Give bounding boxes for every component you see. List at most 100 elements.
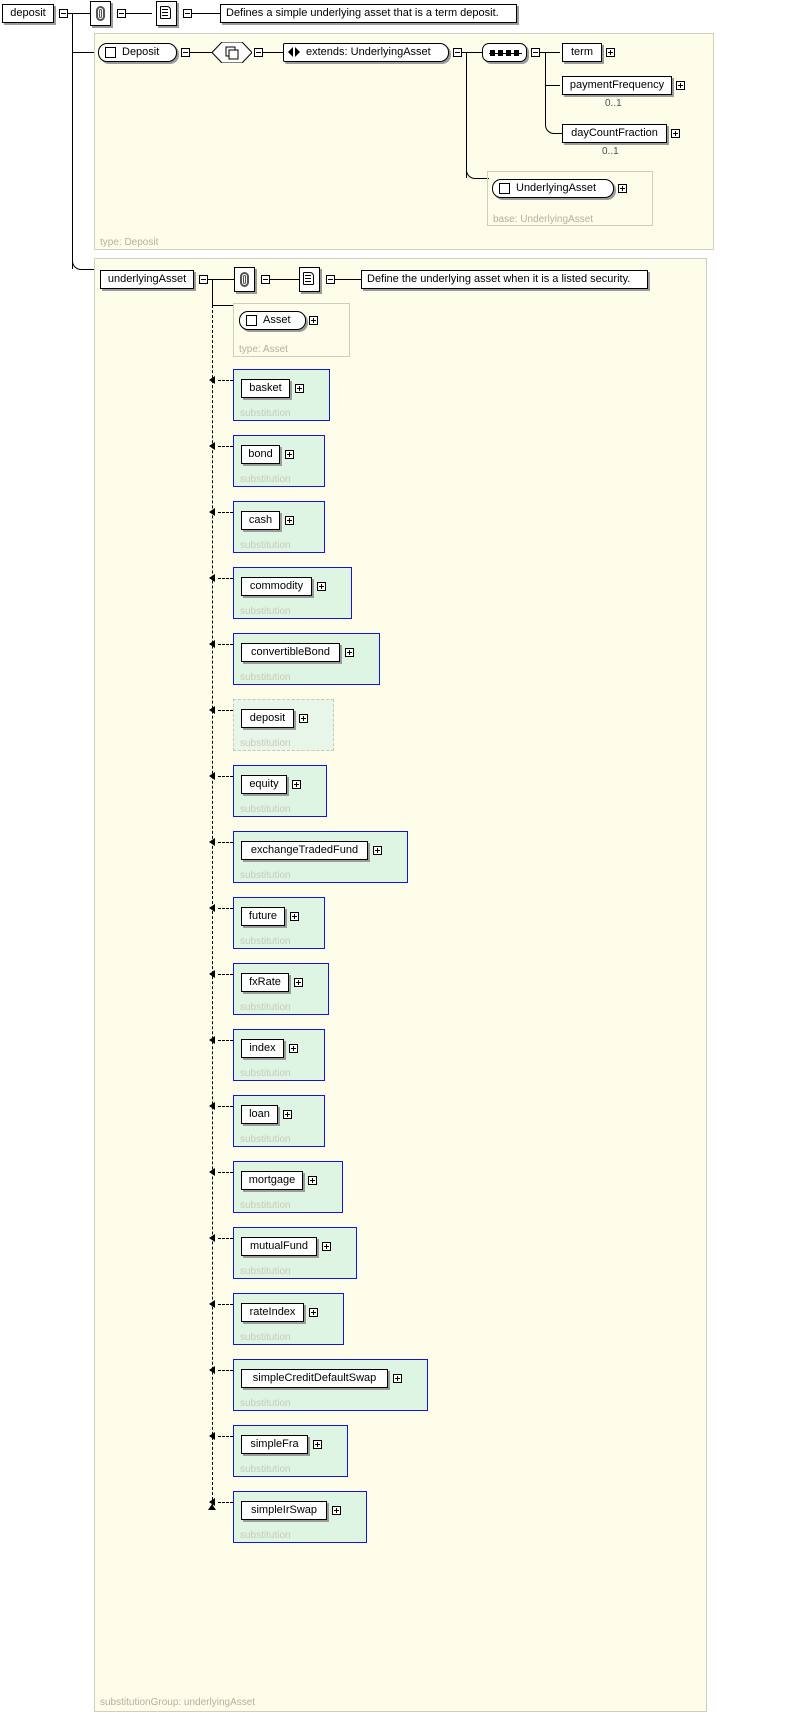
element-underlyingAsset[interactable]: underlyingAsset xyxy=(100,270,194,289)
substitution-branch-line xyxy=(218,1172,233,1173)
element-dayCountFraction[interactable]: dayCountFraction xyxy=(562,124,667,143)
sequence-toggle[interactable] xyxy=(531,48,540,57)
element-simpleCreditDefaultSwap-expand[interactable] xyxy=(393,1374,402,1383)
element-exchangeTradedFund[interactable]: exchangeTradedFund xyxy=(241,841,368,860)
complextype-square-icon xyxy=(246,315,257,326)
element-term-expand[interactable] xyxy=(606,48,615,57)
extension-toggle[interactable] xyxy=(254,48,263,57)
multiplicity-paymentFrequency: 0..1 xyxy=(605,98,622,109)
element-exchangeTradedFund-expand[interactable] xyxy=(373,846,382,855)
connector xyxy=(554,133,562,134)
substitution-member-kind-label: substitution xyxy=(240,408,291,419)
substitution-branch-line xyxy=(218,578,233,579)
complextype-square-icon xyxy=(499,183,510,194)
annotation-toggle[interactable] xyxy=(261,275,270,284)
element-simpleFra-expand[interactable] xyxy=(313,1440,322,1449)
substitution-branch-arrow xyxy=(209,838,215,846)
substitution-branch-arrow xyxy=(209,1300,215,1308)
type-box-label: Asset xyxy=(263,314,291,326)
element-deposit[interactable]: deposit xyxy=(241,709,294,728)
element-basket[interactable]: basket xyxy=(241,379,290,398)
element-simpleCreditDefaultSwap[interactable]: simpleCreditDefaultSwap xyxy=(241,1369,388,1388)
element-paymentFrequency-expand[interactable] xyxy=(676,81,685,90)
substitution-branch-line xyxy=(218,1370,233,1371)
connector-elbow xyxy=(466,168,477,179)
element-convertibleBond-expand[interactable] xyxy=(345,648,354,657)
element-equity-expand[interactable] xyxy=(292,780,301,789)
element-future-expand[interactable] xyxy=(290,912,299,921)
base-underlyingasset-panel xyxy=(487,171,653,226)
base-underlyingasset-expand[interactable] xyxy=(618,184,627,193)
connector xyxy=(126,13,152,14)
substitution-branch-line xyxy=(218,644,233,645)
element-mortgage[interactable]: mortgage xyxy=(241,1171,303,1190)
deposit-type-toggle[interactable] xyxy=(181,48,190,57)
element-dayCountFraction-expand[interactable] xyxy=(671,129,680,138)
element-commodity[interactable]: commodity xyxy=(241,577,312,596)
element-fxRate[interactable]: fxRate xyxy=(241,973,289,992)
type-box-underlyingasset[interactable]: UnderlyingAsset xyxy=(492,179,614,198)
documentation-toggle[interactable] xyxy=(326,275,335,284)
connector xyxy=(475,178,489,179)
element-deposit-expand[interactable] xyxy=(299,714,308,723)
extends-arrows-icon xyxy=(288,47,301,58)
substitution-branch-arrow xyxy=(209,376,215,384)
substitution-branch-arrow xyxy=(209,1366,215,1374)
element-rateIndex-expand[interactable] xyxy=(309,1308,318,1317)
type-box-asset[interactable]: Asset xyxy=(239,311,306,330)
element-term[interactable]: term xyxy=(562,43,602,62)
substitution-branch-line xyxy=(218,1436,233,1437)
element-mortgage-expand[interactable] xyxy=(308,1176,317,1185)
element-loan[interactable]: loan xyxy=(241,1105,278,1124)
annotation-toggle[interactable] xyxy=(117,9,126,18)
asset-type-expand[interactable] xyxy=(309,316,318,325)
substitution-branch-line xyxy=(218,380,233,381)
substitution-branch-arrow xyxy=(209,1234,215,1242)
connector xyxy=(208,279,234,280)
extends-toggle[interactable] xyxy=(453,48,462,57)
element-rateIndex[interactable]: rateIndex xyxy=(241,1303,304,1322)
element-mutualFund[interactable]: mutualFund xyxy=(241,1237,317,1256)
element-basket-expand[interactable] xyxy=(295,384,304,393)
element-index-expand[interactable] xyxy=(289,1044,298,1053)
element-future[interactable]: future xyxy=(241,907,285,926)
element-index[interactable]: index xyxy=(241,1039,284,1058)
element-cash-expand[interactable] xyxy=(285,516,294,525)
sequence-compositor-icon[interactable] xyxy=(482,43,527,62)
substitution-branch-arrow xyxy=(209,508,215,516)
substitution-branch-line xyxy=(218,1106,233,1107)
documentation-toggle[interactable] xyxy=(183,9,192,18)
substitution-member-kind-label: substitution xyxy=(240,1266,291,1277)
element-fxRate-expand[interactable] xyxy=(294,978,303,987)
connector xyxy=(190,52,212,53)
element-simpleFra[interactable]: simpleFra xyxy=(241,1435,308,1454)
root-collapse-toggle[interactable] xyxy=(59,9,68,18)
element-bond-expand[interactable] xyxy=(285,450,294,459)
connector xyxy=(212,305,233,306)
complextype-square-icon xyxy=(105,47,116,58)
multiplicity-dayCountFraction: 0..1 xyxy=(602,146,619,157)
element-equity[interactable]: equity xyxy=(241,775,287,794)
element-simpleIrSwap-expand[interactable] xyxy=(332,1506,341,1515)
substitution-member-kind-label: substitution xyxy=(240,1002,291,1013)
element-paymentFrequency[interactable]: paymentFrequency xyxy=(562,76,672,95)
substitution-branch-line xyxy=(218,710,233,711)
element-convertibleBond[interactable]: convertibleBond xyxy=(241,643,340,662)
extends-underlyingasset-box[interactable]: extends: UnderlyingAsset xyxy=(283,43,449,62)
connector xyxy=(72,13,73,269)
connector xyxy=(545,85,560,86)
element-bond[interactable]: bond xyxy=(241,445,280,464)
element-mutualFund-expand[interactable] xyxy=(322,1242,331,1251)
connector xyxy=(545,52,546,124)
root-documentation-text: Defines a simple underlying asset that i… xyxy=(220,4,517,23)
element-cash[interactable]: cash xyxy=(241,511,280,530)
type-box-label: Deposit xyxy=(122,46,160,58)
element-loan-expand[interactable] xyxy=(283,1110,292,1119)
element-commodity-expand[interactable] xyxy=(317,582,326,591)
substitution-member-loan[interactable]: substitution xyxy=(233,1095,325,1147)
substitution-member-kind-label: substitution xyxy=(240,1464,291,1475)
underlyingAsset-collapse-toggle[interactable] xyxy=(199,275,208,284)
root-element-deposit[interactable]: deposit xyxy=(2,4,54,23)
type-box-deposit[interactable]: Deposit xyxy=(98,43,177,62)
element-simpleIrSwap[interactable]: simpleIrSwap xyxy=(241,1501,327,1520)
